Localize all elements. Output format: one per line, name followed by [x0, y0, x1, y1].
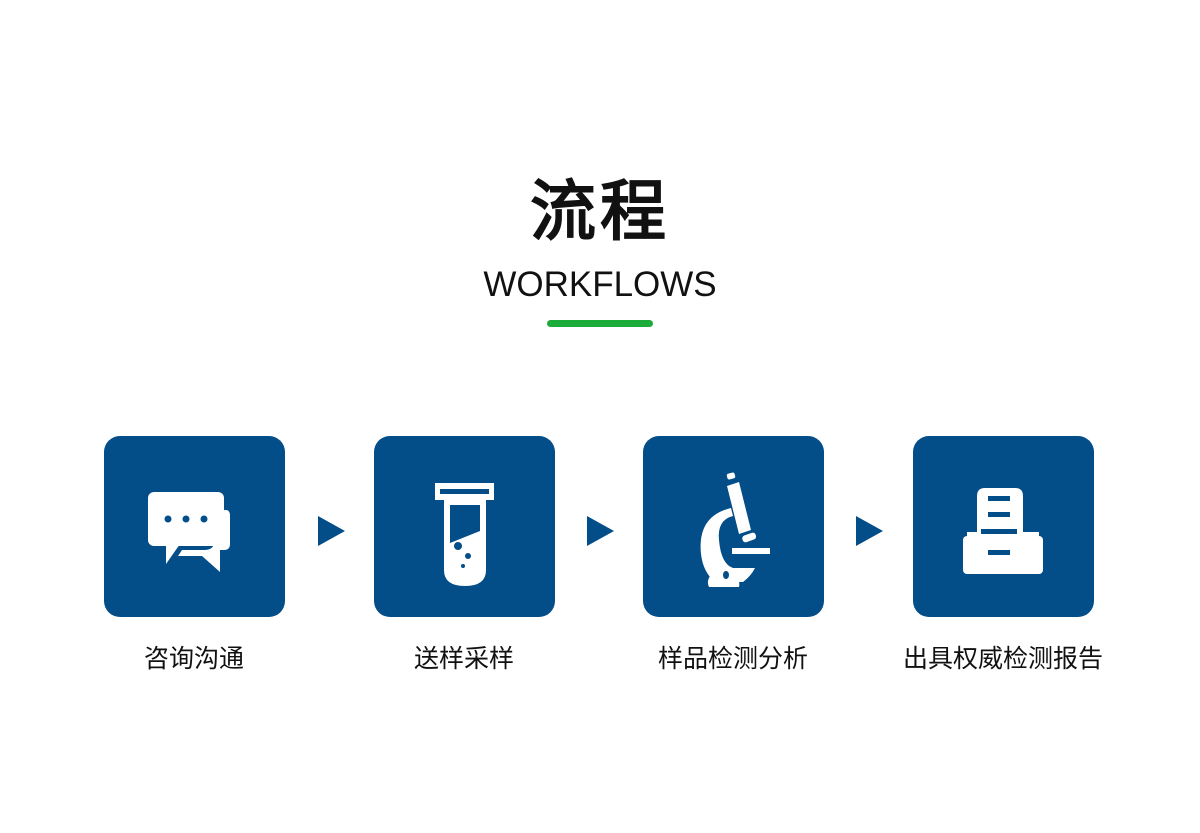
- chat-bubbles-icon: [148, 492, 230, 572]
- step-report: [913, 436, 1094, 617]
- step-consult: [104, 436, 285, 617]
- step-analysis: [643, 436, 824, 617]
- step-arrow-icon: [587, 516, 614, 546]
- step-label: 样品检测分析: [657, 644, 808, 673]
- title-underline: [547, 320, 653, 327]
- step-arrow-icon: [318, 516, 345, 546]
- test-tube-icon: [435, 483, 494, 586]
- printer-report-icon: [963, 488, 1043, 574]
- step-label: 送样采样: [413, 644, 514, 673]
- step-sampling: [374, 436, 555, 617]
- step-arrow-icon: [856, 516, 883, 546]
- step-label: 咨询沟通: [143, 644, 244, 673]
- page-title: 流程: [530, 173, 670, 250]
- microscope-icon: [700, 472, 770, 587]
- step-label: 出具权威检测报告: [902, 644, 1103, 673]
- page-subtitle: WORKFLOWS: [483, 265, 717, 304]
